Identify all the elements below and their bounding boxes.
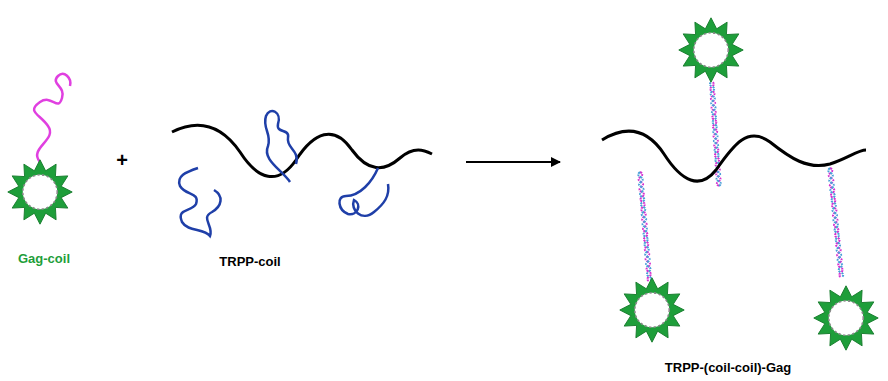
component-label: Gag-coil bbox=[18, 251, 70, 267]
product-label: TRPP-(coil-coil)-Gag bbox=[665, 360, 791, 376]
plus-sign: + bbox=[116, 152, 128, 168]
component-label: TRPP-coil bbox=[219, 254, 280, 270]
